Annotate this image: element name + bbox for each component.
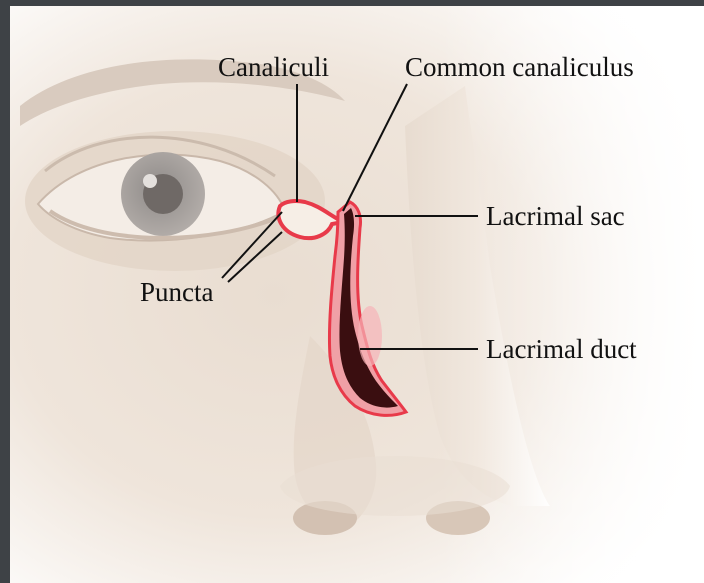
eye-highlight: [143, 174, 157, 188]
label-canaliculi: Canaliculi: [218, 54, 329, 81]
duct-glow: [358, 306, 382, 366]
illustration-panel: Canaliculi Common canaliculus Lacrimal s…: [10, 6, 704, 583]
lacrimal-system-illustration: [10, 6, 704, 583]
label-lacrimal-duct: Lacrimal duct: [486, 336, 637, 363]
label-puncta: Puncta: [140, 279, 214, 306]
label-lacrimal-sac: Lacrimal sac: [486, 203, 625, 230]
label-common-canaliculus: Common canaliculus: [405, 54, 634, 81]
